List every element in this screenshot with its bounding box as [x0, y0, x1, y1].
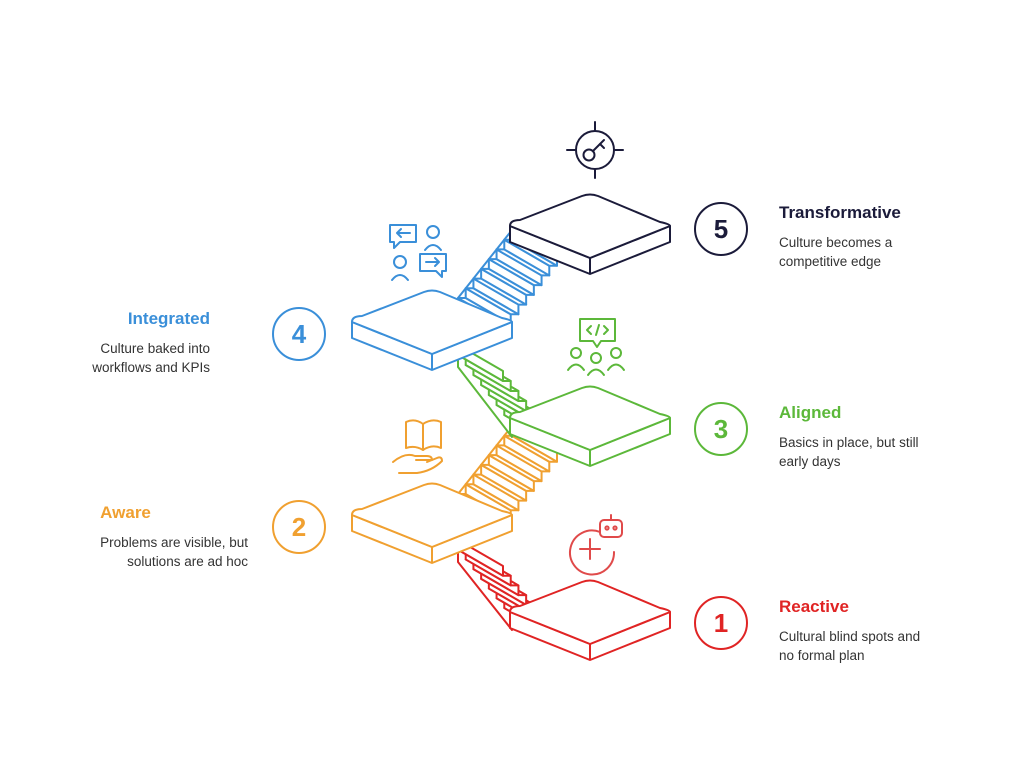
robot-plus-icon: [569, 514, 623, 576]
step-1-number: 1: [694, 596, 748, 650]
step-2-number: 2: [272, 500, 326, 554]
team-code-icon: [567, 318, 625, 376]
step-1-title: Reactive: [779, 597, 849, 616]
step-5-number: 5: [694, 202, 748, 256]
step-4-number: 4: [272, 307, 326, 361]
platform-3: [509, 385, 671, 467]
platforms: [351, 193, 671, 661]
flight-2-to-3: [457, 425, 558, 521]
staircase-flights: [457, 229, 558, 635]
book-hand-icon: [392, 419, 443, 474]
platform-2: [351, 482, 513, 564]
step-5-title: Transformative: [779, 203, 901, 222]
step-4-title: Integrated: [127, 309, 210, 328]
target-key-icon: [566, 121, 624, 179]
step-2-title: Aware: [100, 503, 151, 522]
platform-1: [509, 579, 671, 661]
step-3-title: Aligned: [779, 403, 842, 422]
platform-5: [509, 193, 671, 275]
platform-4: [351, 289, 513, 371]
step-3-number: 3: [694, 402, 748, 456]
exchange-people-icon: [389, 224, 447, 281]
